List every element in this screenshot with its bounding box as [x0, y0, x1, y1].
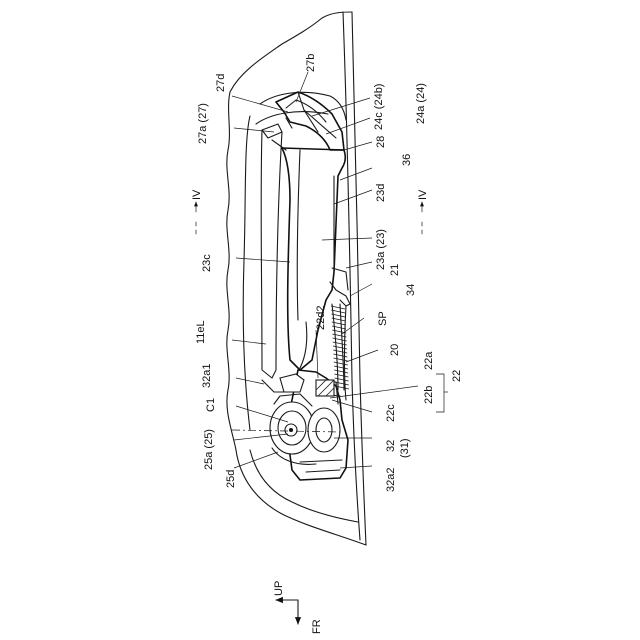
label-32a1: 32a1 — [201, 364, 213, 388]
spring-coil — [334, 362, 348, 365]
direction-indicator — [276, 600, 298, 624]
label-22a: 22a — [423, 351, 435, 370]
label-11el: 11eL — [195, 320, 207, 344]
label-32a2: 32a2 — [385, 468, 397, 492]
label-21: 21 — [389, 264, 401, 276]
label-24c: 24c (24b) — [373, 84, 385, 130]
label-up: UP — [273, 581, 285, 596]
label-28: 28 — [375, 136, 387, 148]
label-36: 36 — [401, 154, 413, 166]
label-22: 22 — [451, 370, 463, 382]
label-31: (31) — [399, 438, 411, 458]
label-34: 34 — [405, 284, 417, 296]
spring-coil — [333, 350, 347, 353]
label-22d2: 22d2 — [315, 306, 327, 330]
label-27d: 27d — [215, 74, 227, 92]
label-iv-left: IV — [191, 189, 203, 200]
spring-coil — [331, 306, 345, 309]
spring-coil — [335, 378, 349, 381]
group-bracket-22 — [436, 374, 448, 412]
reference-labels: 27b 27d 24c (24b) 27a (27) 24a (24) 28 3… — [191, 54, 463, 634]
label-23a: 23a (23) — [375, 229, 387, 270]
label-27b: 27b — [305, 54, 317, 72]
spring-sp — [331, 304, 349, 390]
lever-27 — [261, 92, 344, 378]
label-sp: SP — [377, 311, 389, 326]
spring-coil — [334, 374, 348, 377]
spring-coil — [334, 358, 348, 361]
label-22c: 22c — [385, 404, 397, 422]
spring-coil — [333, 354, 347, 357]
label-32: 32 — [385, 440, 397, 452]
spring-coil — [334, 366, 348, 369]
label-22b: 22b — [423, 386, 435, 404]
label-fr: FR — [311, 619, 323, 634]
label-25d: 25d — [225, 470, 237, 488]
label-iv-right: IV — [417, 189, 429, 200]
label-23c: 23c — [201, 254, 213, 272]
spring-coil — [334, 370, 348, 373]
label-24a: 24a (24) — [415, 83, 427, 124]
label-20: 20 — [389, 344, 401, 356]
label-23d: 23d — [375, 184, 387, 202]
label-c1: C1 — [205, 398, 217, 412]
label-27a: 27a (27) — [197, 103, 209, 144]
label-25a: 25a (25) — [203, 429, 215, 470]
spring-coil — [335, 382, 349, 385]
